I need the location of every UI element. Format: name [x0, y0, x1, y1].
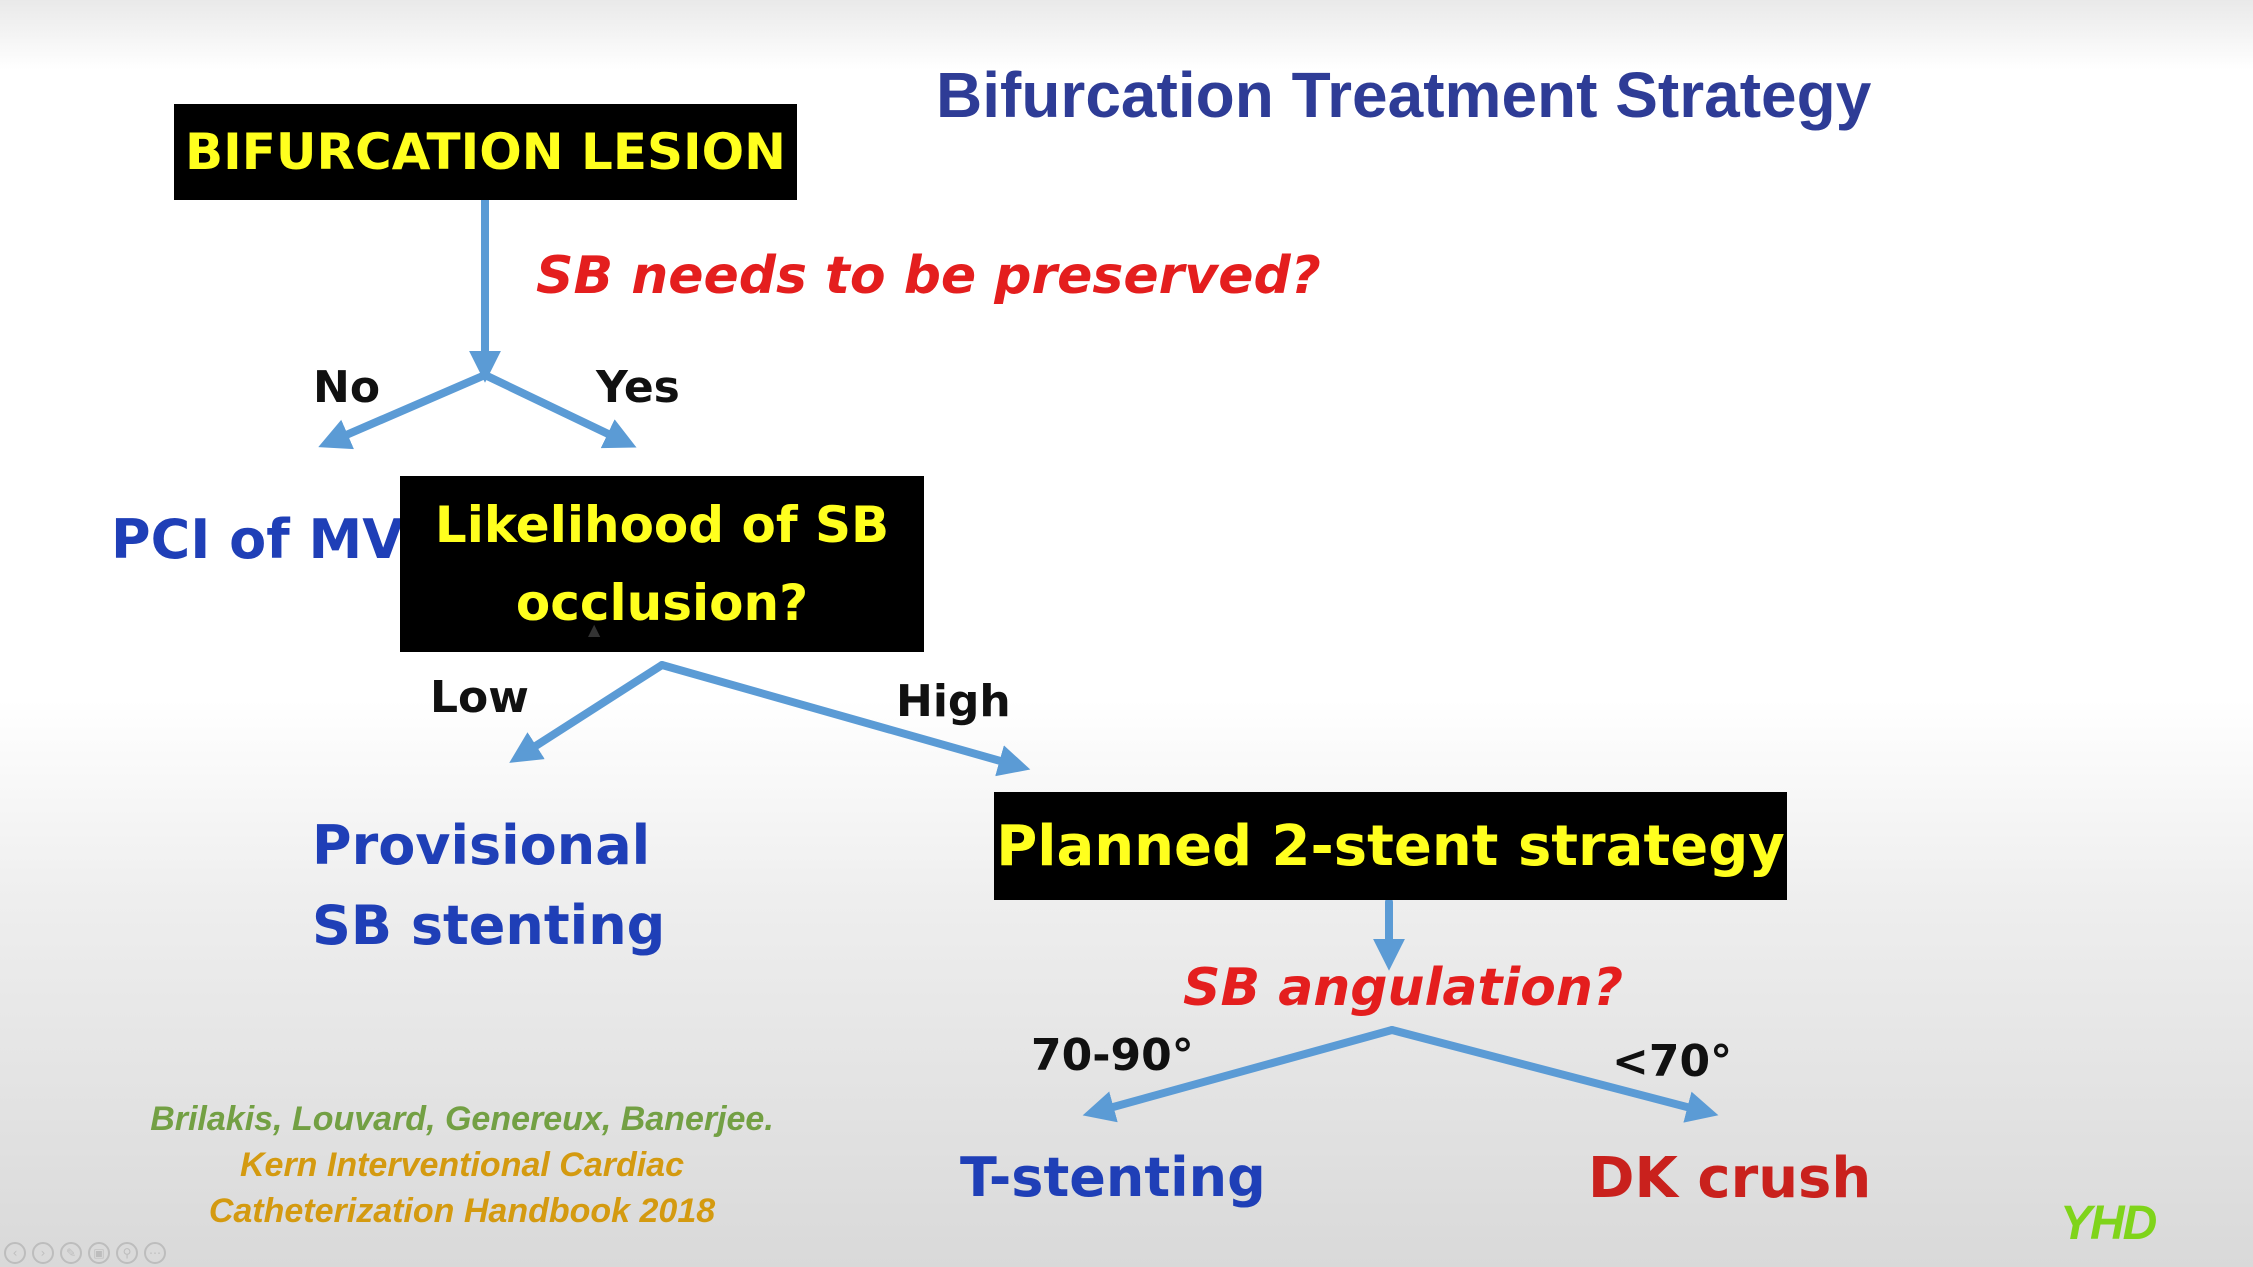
branch-yes: Yes [596, 362, 680, 413]
outcome-provisional-line1: Provisional [312, 814, 651, 877]
outcome-provisional: Provisional SB stenting [312, 806, 665, 966]
more-options-icon[interactable]: ⋯ [144, 1242, 166, 1264]
outcome-provisional-line2: SB stenting [312, 894, 666, 957]
next-slide-icon[interactable]: › [32, 1242, 54, 1264]
arrow-high [658, 661, 1031, 777]
citation-book: Kern Interventional Cardiac [239, 1146, 684, 1184]
arrow-no [318, 371, 489, 450]
yhd-logo: YHD [2060, 1197, 2157, 1250]
node-bifurcation-lesion-label: BIFURCATION LESION [185, 123, 786, 181]
citation-authors: Brilakis, Louvard, Genereux, Banerjee. [150, 1100, 774, 1138]
outcome-dk-crush: DK crush [1588, 1146, 1872, 1211]
pen-icon[interactable]: ✎ [60, 1242, 82, 1264]
node-likelihood-line1: Likelihood of SB [434, 496, 890, 554]
slides-icon[interactable]: ▣ [88, 1242, 110, 1264]
zoom-icon[interactable]: ⚲ [116, 1242, 138, 1264]
prev-slide-icon[interactable]: ‹ [4, 1242, 26, 1264]
arrow-low [509, 661, 666, 763]
question-preserve: SB needs to be preserved? [536, 246, 1321, 306]
citation-book-year: Catheterization Handbook 2018 [208, 1192, 716, 1230]
arrow-angle-low [1388, 1026, 1719, 1123]
node-planned-2-stent-label: Planned 2-stent strategy [996, 813, 1785, 879]
arrow-yes [481, 371, 637, 449]
slide-controls: ‹ › ✎ ▣ ⚲ ⋯ [4, 1242, 166, 1264]
mouse-cursor-icon: ▲ [588, 620, 601, 639]
outcome-t-stenting: T-stenting [960, 1146, 1266, 1209]
branch-angle-70-90: 70-90° [1031, 1030, 1194, 1081]
node-planned-2-stent: Planned 2-stent strategy [994, 792, 1787, 900]
question-angulation: SB angulation? [1183, 958, 1624, 1018]
branch-high: High [896, 676, 1011, 727]
branch-low: Low [430, 672, 529, 723]
slide-title: Bifurcation Treatment Strategy [936, 59, 1872, 131]
node-bifurcation-lesion: BIFURCATION LESION [174, 104, 797, 200]
branch-angle-lt-70: <70° [1612, 1036, 1733, 1087]
node-likelihood-line2: occlusion? [515, 574, 809, 632]
citation: Brilakis, Louvard, Genereux, Banerjee. K… [112, 1096, 812, 1234]
arrow-angle-high [1082, 1026, 1396, 1123]
branch-no: No [313, 362, 381, 413]
outcome-pci-mv: PCI of MV [111, 508, 405, 571]
node-likelihood-occlusion: Likelihood of SB occlusion? [400, 476, 924, 652]
